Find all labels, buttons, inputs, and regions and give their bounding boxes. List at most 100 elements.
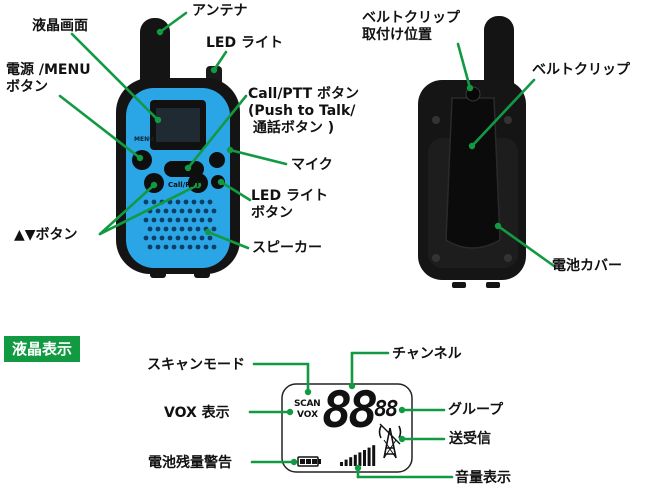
speaker-hole [151,235,157,241]
leader-line [58,94,142,160]
volume-bars-icon [340,445,376,466]
speaker-hole [195,226,201,232]
speaker-hole [163,226,169,232]
signal-tower-icon [378,423,402,459]
speaker-hole [163,244,169,250]
leader-dot [354,464,362,472]
speaker-hole [203,244,209,250]
speaker-hole [187,226,193,232]
label-channel: チャンネル [392,346,462,362]
label-antenna: アンテナ [192,3,248,19]
label-call-ptt: Call/PTT ボタン (Push to Talk/ 通話ボタン ) [248,86,359,136]
speaker-hole [183,217,189,223]
speaker-hole [155,226,161,232]
lcd-screen [281,383,413,473]
leader-line [228,148,288,166]
leader-dot [194,181,202,189]
label-power-menu: 電源 /MENU ボタン [6,62,91,95]
speaker-hole [163,208,169,214]
leader-line [219,180,252,202]
lcd-scan-text: SCAN [294,399,321,409]
leader-dot [398,435,406,443]
leader-line [98,183,200,236]
speaker-hole [195,208,201,214]
volume-bar [358,452,362,466]
volume-bar [340,462,343,466]
ptt-button-shape [164,161,204,177]
speaker-hole [171,208,177,214]
speaker-hole [175,199,181,205]
leader-dot [226,146,234,154]
label-tx-rx: 送受信 [449,431,491,447]
belt-clip-shape [445,97,501,249]
ptt-print: Call/PTT [168,181,201,189]
label-led-light: LED ライト [206,35,283,51]
speaker-hole [183,199,189,205]
leader-dot [494,222,502,230]
volume-bar [363,450,366,466]
label-lcd-screen: 液晶画面 [32,18,88,34]
speaker-hole [159,235,165,241]
leader-line [456,42,472,90]
label-volume: 音量表示 [455,470,511,486]
leader-lines [58,11,556,479]
lcd-channel-digits: 88 [322,381,378,439]
leader-dot [286,408,294,416]
speaker-hole [211,226,217,232]
speaker-hole [199,199,205,205]
leader-dot [290,458,298,466]
speaker-hole [187,244,193,250]
label-belt-clip: ベルトクリップ [532,62,630,78]
leader-dot [136,154,144,162]
speaker-hole [147,244,153,250]
label-group: グループ [448,402,504,418]
leader-dot [210,66,218,74]
leader-dot [398,406,406,414]
speaker-grille [143,199,217,250]
leader-dot [150,181,158,189]
leader-line [470,78,536,148]
speaker-hole [159,217,165,223]
label-battery-cover: 電池カバー [552,258,622,274]
speaker-hole [191,235,197,241]
speaker-hole [187,208,193,214]
battery-icon [297,456,321,467]
leader-line [98,183,156,236]
speaker-hole [179,208,185,214]
label-scan-mode: スキャンモード [147,357,245,373]
menu-print: MENU [134,136,154,143]
speaker-hole [211,244,217,250]
leader-dot [204,228,212,236]
leader-dot [348,382,356,390]
speaker-hole [171,244,177,250]
speaker-hole [143,235,149,241]
speaker-hole [171,226,177,232]
speaker-hole [151,199,157,205]
speaker-hole [175,235,181,241]
leader-line [186,94,248,170]
label-vox: VOX 表示 [164,405,230,421]
label-updown: ▲▼ボタン [14,227,78,243]
leader-dots [136,28,502,472]
label-mic: マイク [291,157,333,173]
speaker-hole [183,235,189,241]
volume-bar [344,459,348,466]
speaker-hole [155,208,161,214]
leader-dot [468,142,476,150]
section-heading: 液晶表示 [4,336,81,362]
leader-dot [184,164,192,172]
speaker-hole [207,235,213,241]
speaker-hole [179,226,185,232]
speaker-hole [199,217,205,223]
speaker-hole [147,226,153,232]
label-led-button: LED ライト ボタン [251,188,328,221]
leader-dot [466,84,474,92]
speaker-hole [155,244,161,250]
leader-dot [154,116,162,124]
speaker-hole [143,217,149,223]
speaker-hole [151,217,157,223]
speaker-hole [195,244,201,250]
lcd-vox-text: VOX [297,410,319,420]
